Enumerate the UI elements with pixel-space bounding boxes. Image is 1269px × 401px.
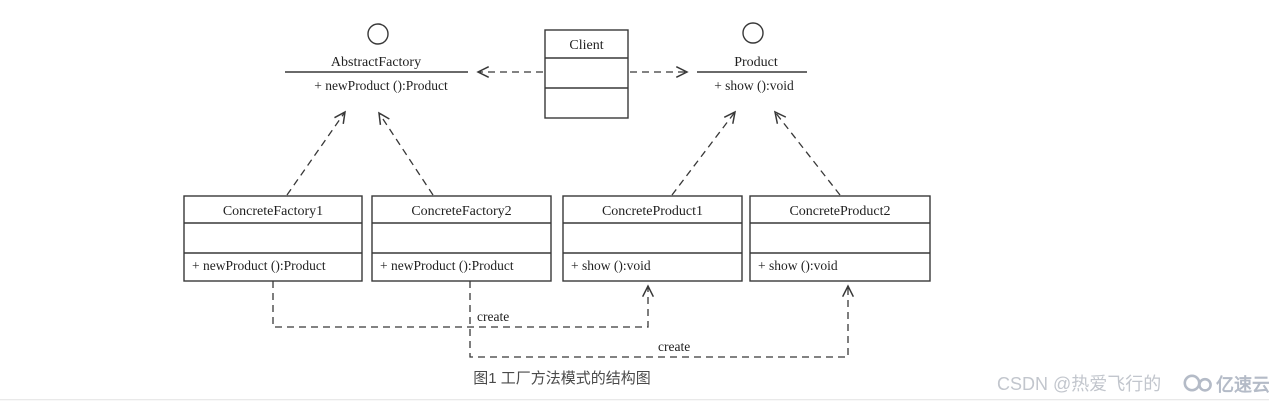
class-box-frame	[371, 195, 552, 282]
class-box-frame	[544, 29, 629, 119]
realization-arrow-product2	[773, 110, 841, 196]
concrete-product1-class-box: ConcreteProduct1 + show ():void	[562, 195, 743, 282]
yisucloud-label: 亿速云	[1216, 374, 1269, 395]
concrete-factory1-class-box: ConcreteFactory1 + newProduct ():Product	[183, 195, 363, 282]
create-label: create	[477, 309, 509, 324]
create-dependency-arrow-2	[469, 281, 855, 358]
interface-name: Product	[734, 55, 778, 70]
product-interface: Product + show ():void	[697, 22, 807, 93]
csdn-watermark: CSDN @热爱飞行的	[997, 374, 1161, 394]
realization-arrow-factory1	[286, 110, 346, 196]
class-name: ConcreteFactory1	[223, 204, 323, 219]
class-method: + newProduct ():Product	[380, 258, 514, 273]
class-name: ConcreteProduct1	[602, 204, 703, 219]
bottom-border	[0, 399, 1269, 401]
figure-caption: 图1 工厂方法模式的结构图	[473, 370, 651, 387]
interface-lollipop-icon	[742, 22, 764, 44]
class-name: ConcreteFactory2	[411, 204, 511, 219]
class-method: + show ():void	[571, 258, 651, 273]
create-label: create	[658, 339, 690, 354]
interface-lollipop-icon	[367, 23, 389, 45]
interface-method: + show ():void	[714, 78, 794, 93]
interface-method: + newProduct ():Product	[314, 78, 448, 93]
class-method: + show ():void	[758, 258, 838, 273]
class-box-frame	[749, 195, 931, 282]
class-box-frame	[183, 195, 363, 282]
abstract-factory-interface: AbstractFactory + newProduct ():Product	[285, 23, 468, 93]
client-class-box: Client	[544, 29, 629, 119]
realization-arrow-factory2	[378, 111, 434, 196]
class-box-frame	[562, 195, 743, 282]
class-name: ConcreteProduct2	[789, 204, 890, 219]
class-name: Client	[569, 38, 603, 53]
interface-name: AbstractFactory	[331, 55, 421, 70]
yisucloud-logo-icon	[1183, 374, 1212, 392]
realization-arrow-product1	[671, 110, 737, 196]
create-dependency-arrow-1	[272, 281, 655, 328]
class-method: + newProduct ():Product	[192, 258, 326, 273]
concrete-factory2-class-box: ConcreteFactory2 + newProduct ():Product	[371, 195, 552, 282]
concrete-product2-class-box: ConcreteProduct2 + show ():void	[749, 195, 931, 282]
